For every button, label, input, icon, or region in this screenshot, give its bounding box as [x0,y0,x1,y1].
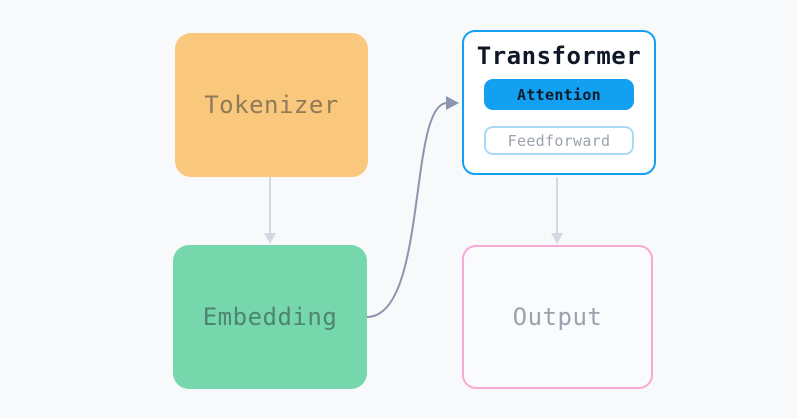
node-output: Output [462,245,653,389]
node-feedforward-label: Feedforward [507,131,611,150]
node-tokenizer-label: Tokenizer [204,91,339,119]
node-attention: Attention [484,79,634,110]
edge-transformer-output [551,177,563,244]
edge-embedding-transformer-curve [366,102,448,318]
edge-embedding-transformer-arrowhead-icon [446,96,459,110]
node-transformer-title: Transformer [476,42,642,70]
node-embedding-label: Embedding [202,303,338,331]
node-feedforward: Feedforward [484,126,634,155]
node-output-label: Output [512,303,603,331]
edge-transformer-output-arrowhead-icon [551,233,563,244]
node-embedding: Embedding [173,245,367,389]
node-transformer: Transformer Attention Feedforward [462,30,656,175]
edge-tokenizer-embedding-arrowhead-icon [264,233,276,244]
node-attention-label: Attention [517,85,601,104]
edge-embedding-transformer [366,96,459,318]
node-tokenizer: Tokenizer [175,33,368,177]
edge-tokenizer-embedding [264,177,276,244]
